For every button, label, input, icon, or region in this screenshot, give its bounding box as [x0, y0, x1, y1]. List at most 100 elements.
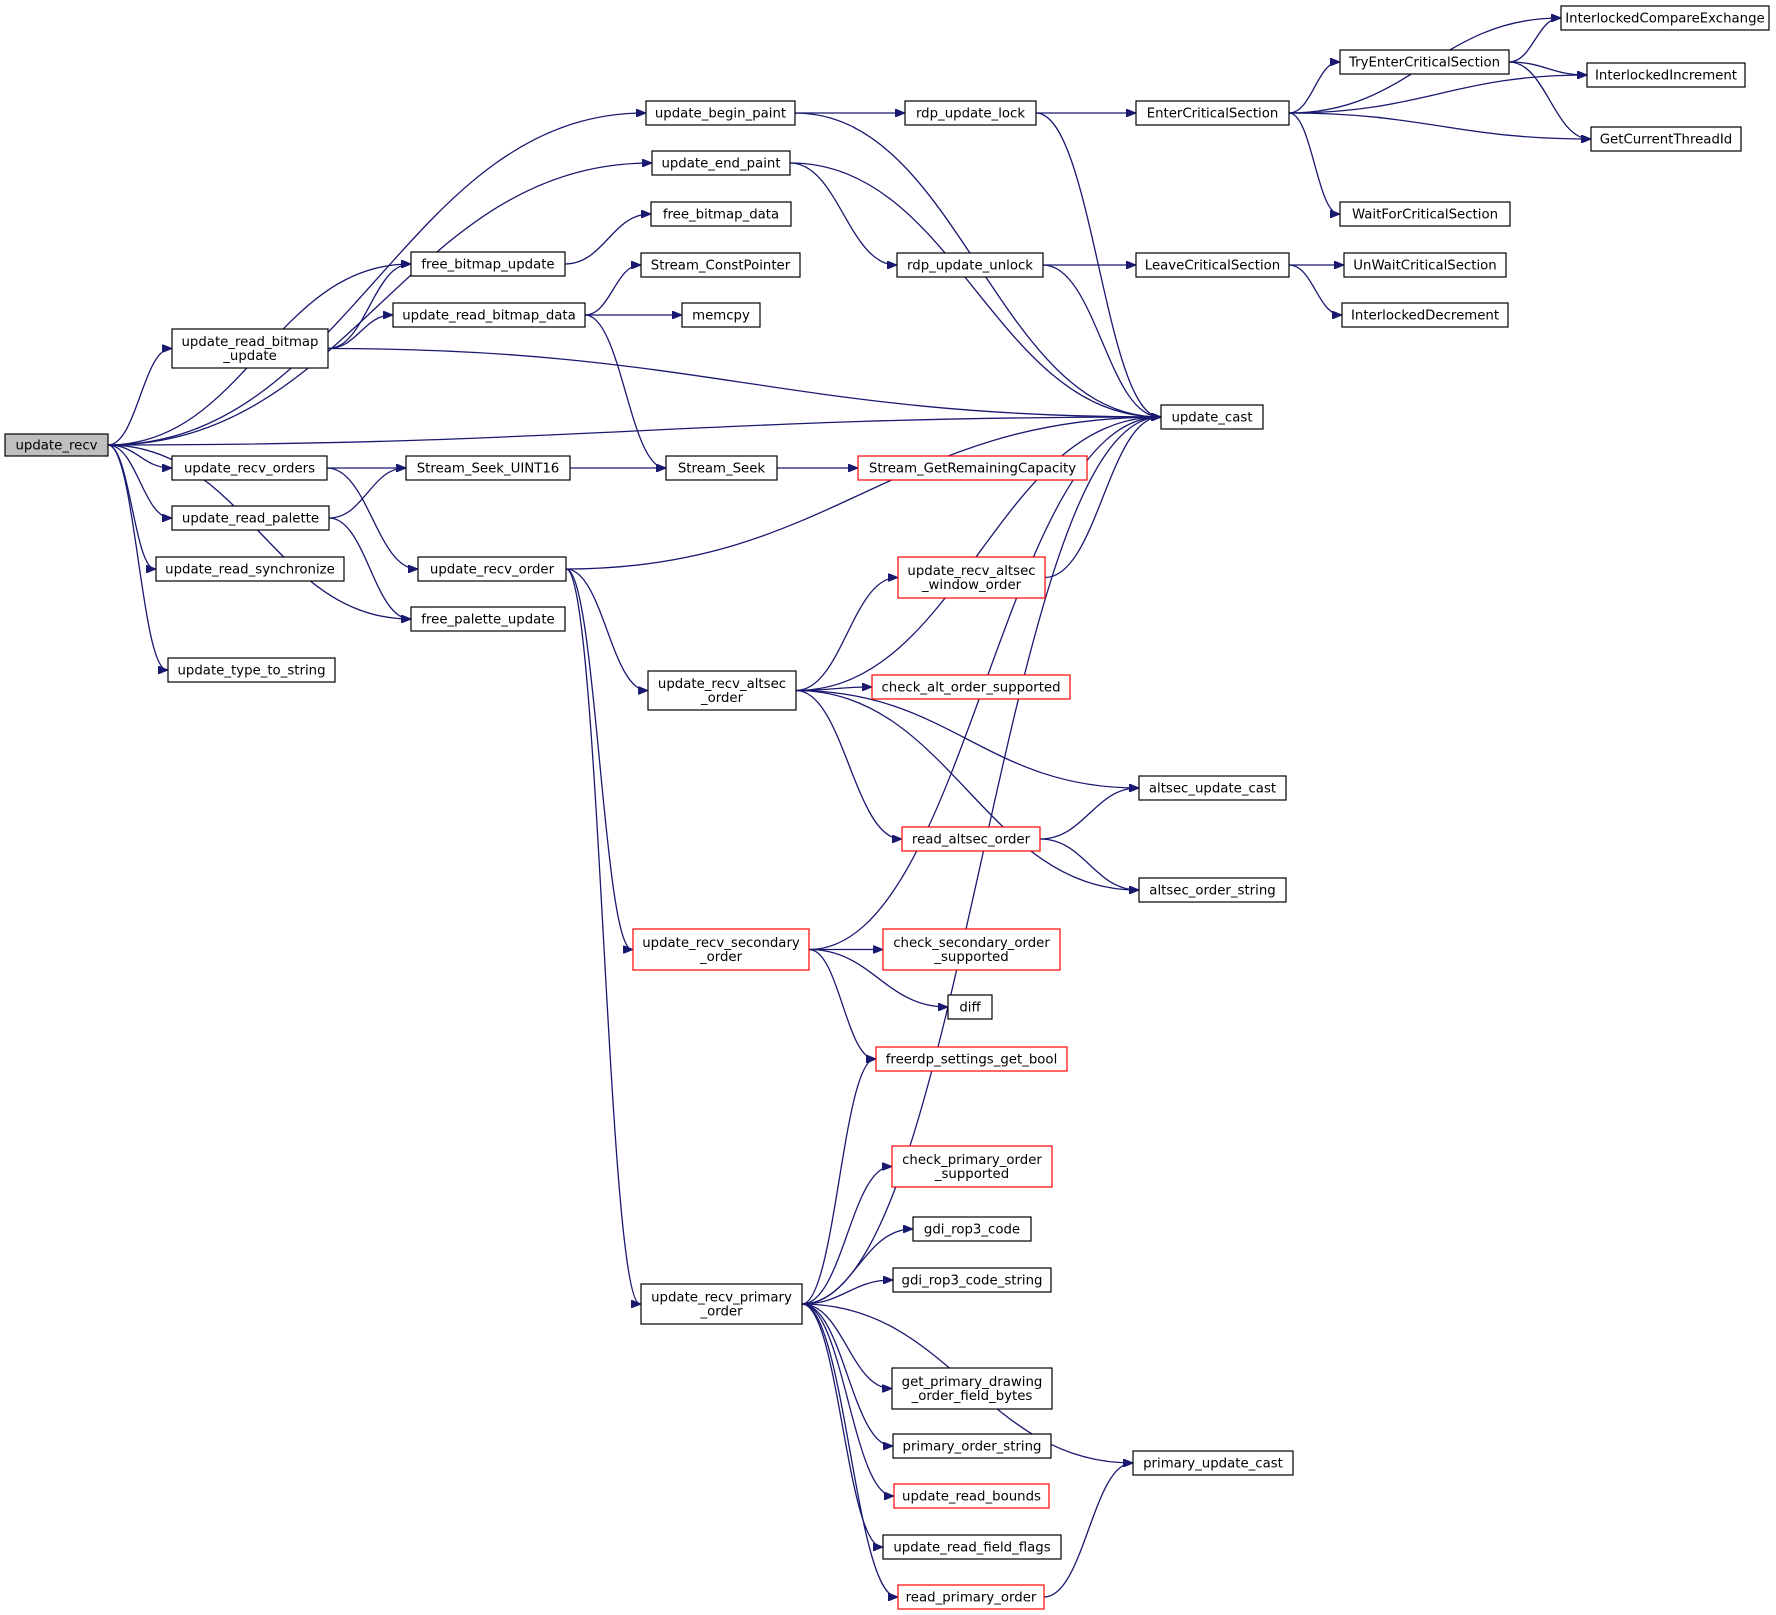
node-check_alt_order_supported[interactable]: check_alt_order_supported: [871, 674, 1071, 700]
node-InterlockedIncrement[interactable]: InterlockedIncrement: [1586, 62, 1746, 88]
node-label: update_read_bitmap_data: [402, 309, 576, 324]
node-box: [405, 455, 571, 481]
node-update_end_paint[interactable]: update_end_paint: [651, 150, 791, 176]
node-freerdp_settings_get_bool[interactable]: freerdp_settings_get_bool: [875, 1046, 1068, 1072]
node-box: [1135, 100, 1290, 126]
node-memcpy[interactable]: memcpy: [681, 302, 761, 328]
node-update_read_bitmap_data[interactable]: update_read_bitmap_data: [392, 302, 586, 328]
node-update_recv_orders[interactable]: update_recv_orders: [171, 455, 328, 481]
edge-update_recv_primary_order-to-get_primary_drawing_order_field_bytes: [801, 1303, 891, 1389]
node-label: gdi_rop3_code: [924, 1223, 1020, 1238]
node-label: GetCurrentThreadId: [1600, 133, 1733, 148]
node-rdp_update_unlock[interactable]: rdp_update_unlock: [896, 252, 1044, 278]
node-box: [897, 1584, 1045, 1610]
edge-update_recv_altsec_order-to-altsec_update_cast: [795, 689, 1138, 789]
edge-update_recv-to-update_read_palette: [107, 444, 171, 518]
edge-path: [795, 578, 897, 692]
node-gdi_rop3_code[interactable]: gdi_rop3_code: [912, 1216, 1032, 1242]
node-TryEnterCriticalSection[interactable]: TryEnterCriticalSection: [1339, 49, 1510, 75]
edge-free_bitmap_update-to-free_bitmap_data: [564, 214, 650, 265]
node-label: rdp_update_unlock: [907, 259, 1033, 274]
node-update_recv_secondary_order[interactable]: update_recv_secondary_order: [632, 928, 810, 971]
node-WaitForCriticalSection[interactable]: WaitForCriticalSection: [1339, 201, 1511, 227]
edge-update_read_bitmap_update-to-free_bitmap_update: [327, 264, 410, 350]
node-altsec_update_cast[interactable]: altsec_update_cast: [1138, 775, 1287, 801]
edge-path: [808, 948, 875, 1060]
node-EnterCriticalSection[interactable]: EnterCriticalSection: [1135, 100, 1290, 126]
node-get_primary_drawing_order_field_bytes[interactable]: get_primary_drawing_order_field_bytes: [891, 1367, 1053, 1410]
node-box: [417, 556, 567, 582]
node-label: _window_order: [921, 578, 1022, 593]
node-read_primary_order[interactable]: read_primary_order: [897, 1584, 1045, 1610]
node-label: check_secondary_order: [893, 936, 1050, 951]
node-update_cast[interactable]: update_cast: [1160, 404, 1264, 430]
node-Stream_Seek_UINT16[interactable]: Stream_Seek_UINT16: [405, 455, 571, 481]
node-label: Stream_Seek_UINT16: [417, 462, 560, 477]
node-primary_order_string[interactable]: primary_order_string: [892, 1433, 1052, 1459]
edge-path: [801, 417, 1160, 1305]
node-box: [1138, 877, 1287, 903]
node-gdi_rop3_code_string[interactable]: gdi_rop3_code_string: [892, 1267, 1052, 1293]
node-update_recv_altsec_window_order[interactable]: update_recv_altsec_window_order: [897, 556, 1046, 599]
edge-path: [1288, 112, 1590, 139]
edge-path: [328, 468, 405, 519]
node-label: update_read_bitmap: [182, 335, 319, 350]
edge-path: [1043, 1463, 1132, 1598]
node-update_read_bitmap_update[interactable]: update_read_bitmap_update: [171, 328, 329, 369]
node-diff[interactable]: diff: [947, 994, 993, 1020]
node-box: [1135, 252, 1290, 278]
node-UnWaitCriticalSection[interactable]: UnWaitCriticalSection: [1343, 252, 1507, 278]
node-GetCurrentThreadId[interactable]: GetCurrentThreadId: [1590, 126, 1742, 152]
node-update_read_palette[interactable]: update_read_palette: [171, 505, 330, 531]
edge-update_recv-to-update_begin_paint: [107, 113, 645, 446]
node-free_bitmap_update[interactable]: free_bitmap_update: [410, 251, 566, 277]
node-rdp_update_lock[interactable]: rdp_update_lock: [904, 100, 1037, 126]
edge-update_recv_orders-to-update_recv_order: [326, 467, 417, 569]
edge-path: [565, 568, 632, 950]
node-InterlockedCompareExchange[interactable]: InterlockedCompareExchange: [1560, 5, 1770, 31]
edge-path: [801, 1229, 912, 1305]
node-primary_update_cast[interactable]: primary_update_cast: [1132, 1450, 1294, 1476]
node-read_altsec_order[interactable]: read_altsec_order: [901, 826, 1041, 852]
node-update_recv_primary_order[interactable]: update_recv_primary_order: [640, 1283, 803, 1325]
node-update_type_to_string[interactable]: update_type_to_string: [167, 657, 336, 683]
node-Stream_Seek[interactable]: Stream_Seek: [665, 455, 778, 481]
node-update_begin_paint[interactable]: update_begin_paint: [645, 100, 796, 126]
node-update_read_synchronize[interactable]: update_read_synchronize: [155, 556, 345, 582]
node-InterlockedDecrement[interactable]: InterlockedDecrement: [1341, 302, 1509, 328]
edge-update_recv_primary_order-to-freerdp_settings_get_bool: [801, 1059, 875, 1305]
node-update_recv_altsec_order[interactable]: update_recv_altsec_order: [647, 670, 797, 711]
node-update_read_field_flags[interactable]: update_read_field_flags: [882, 1534, 1062, 1560]
node-LeaveCriticalSection[interactable]: LeaveCriticalSection: [1135, 252, 1290, 278]
edge-path: [326, 467, 417, 569]
edge-update_recv_altsec_order-to-altsec_order_string: [795, 689, 1138, 891]
node-box: [647, 670, 797, 711]
node-label: _order_field_bytes: [911, 1389, 1033, 1404]
node-box: [1160, 404, 1264, 430]
edge-update_recv_secondary_order-to-diff: [808, 948, 947, 1008]
node-Stream_ConstPointer[interactable]: Stream_ConstPointer: [640, 252, 801, 278]
node-free_palette_update[interactable]: free_palette_update: [410, 606, 566, 632]
edge-path: [1039, 838, 1138, 890]
node-check_primary_order_supported[interactable]: check_primary_order_supported: [891, 1145, 1053, 1188]
node-update_read_bounds[interactable]: update_read_bounds: [893, 1483, 1050, 1509]
node-free_bitmap_data[interactable]: free_bitmap_data: [650, 201, 792, 227]
node-update_recv[interactable]: update_recv: [4, 433, 109, 457]
edge-path: [801, 1280, 892, 1305]
node-box: [891, 1145, 1053, 1188]
node-label: Stream_GetRemainingCapacity: [869, 462, 1076, 477]
node-update_recv_order[interactable]: update_recv_order: [417, 556, 567, 582]
node-label: update_recv: [15, 439, 97, 454]
edge-path: [107, 444, 167, 670]
node-altsec_order_string[interactable]: altsec_order_string: [1138, 877, 1287, 903]
node-Stream_GetRemainingCapacity[interactable]: Stream_GetRemainingCapacity: [857, 455, 1088, 481]
edge-update_recv_primary_order-to-update_read_bounds: [801, 1303, 893, 1496]
node-label: UnWaitCriticalSection: [1353, 259, 1496, 274]
node-box: [892, 1267, 1052, 1293]
edge-path: [795, 689, 1138, 891]
node-box: [896, 252, 1044, 278]
node-check_secondary_order_supported[interactable]: check_secondary_order_supported: [882, 928, 1061, 971]
node-box: [171, 455, 328, 481]
node-label: Stream_ConstPointer: [651, 259, 791, 274]
node-label: check_primary_order: [902, 1153, 1042, 1168]
